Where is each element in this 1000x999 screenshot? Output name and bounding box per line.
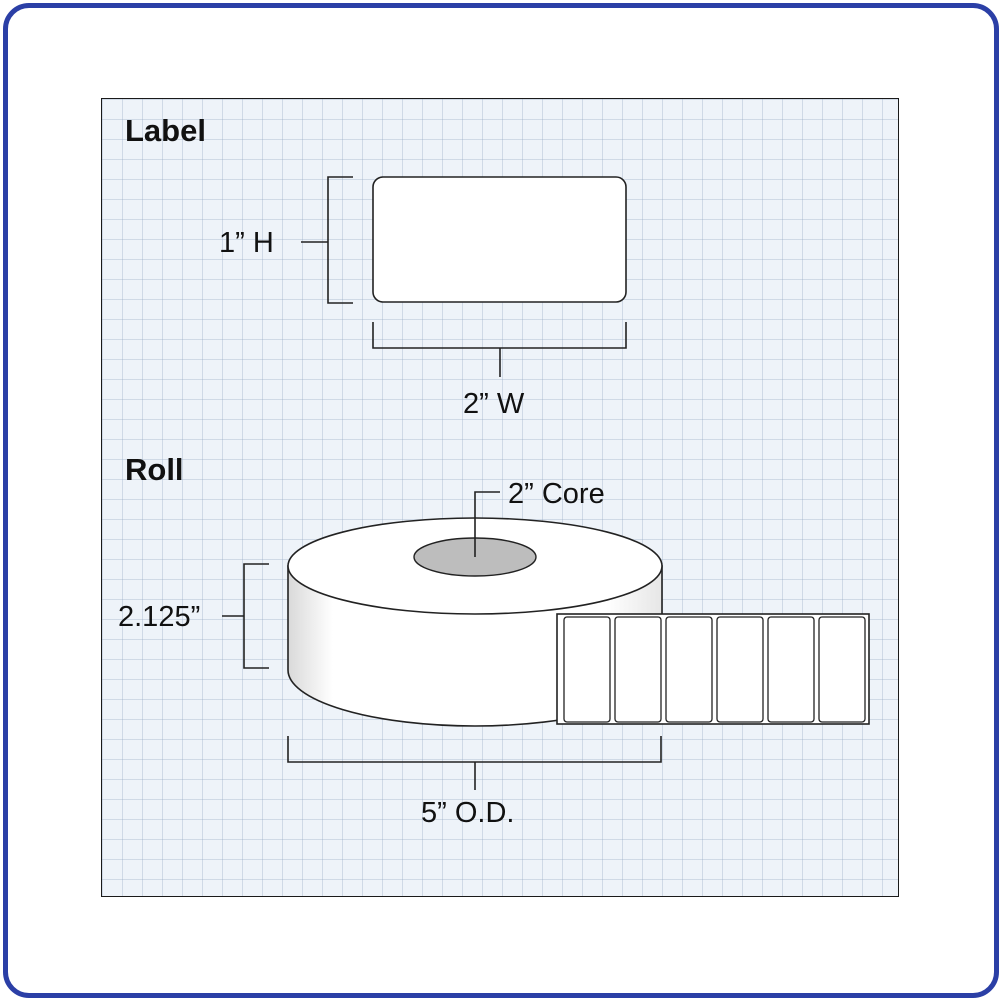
label-width-dim: 2” W bbox=[463, 388, 525, 420]
roll-width-bracket bbox=[243, 563, 269, 669]
label-width-bracket bbox=[372, 322, 627, 349]
strip-label bbox=[818, 616, 866, 723]
strip-label bbox=[563, 616, 611, 723]
strip-label bbox=[614, 616, 662, 723]
roll-core-dim: 2” Core bbox=[508, 478, 605, 510]
label-height-bracket bbox=[327, 176, 353, 304]
roll-width-dim: 2.125” bbox=[118, 601, 200, 633]
roll-od-bracket bbox=[287, 736, 662, 763]
roll-od-dim: 5” O.D. bbox=[421, 797, 514, 829]
roll-heading: Roll bbox=[125, 452, 184, 487]
strip-labels bbox=[563, 616, 866, 723]
strip-label bbox=[767, 616, 815, 723]
strip-label bbox=[716, 616, 764, 723]
strip-label bbox=[665, 616, 713, 723]
label-heading: Label bbox=[125, 113, 206, 148]
core-leader bbox=[474, 491, 500, 557]
label-height-dim: 1” H bbox=[219, 227, 274, 259]
label-shape bbox=[372, 176, 627, 303]
